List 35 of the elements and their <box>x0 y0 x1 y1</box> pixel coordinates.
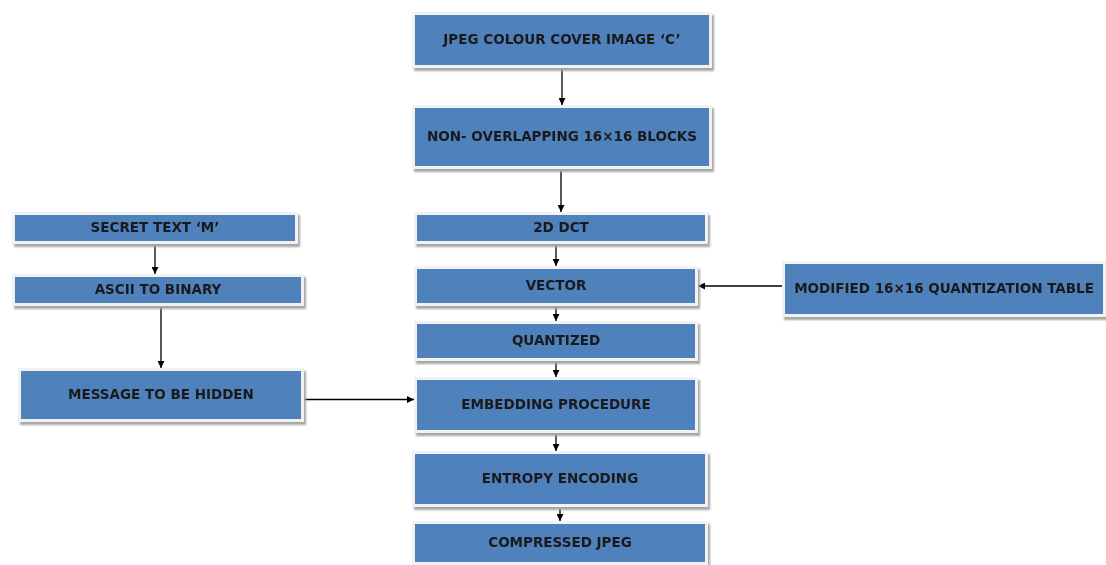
arrow <box>556 506 564 522</box>
arrow <box>552 432 560 452</box>
process-box <box>414 266 698 306</box>
process-box <box>12 212 298 244</box>
arrow <box>157 305 165 369</box>
arrow <box>552 305 560 322</box>
box-label: EMBEDDING PROCEDURE <box>460 395 652 415</box>
box-label: NON- OVERLAPPING 16×16 BLOCKS <box>425 127 699 147</box>
box-label: ASCII TO BINARY <box>93 280 223 300</box>
box-label: QUANTIZED <box>510 331 602 351</box>
box-label: SECRET TEXT ‘M’ <box>89 218 221 238</box>
arrow <box>552 360 560 378</box>
process-box <box>12 274 304 306</box>
arrow <box>557 168 565 213</box>
box-label: VECTOR <box>524 276 588 296</box>
box-label: 2D DCT <box>532 218 590 238</box>
arrow <box>303 396 415 403</box>
process-box <box>414 321 698 361</box>
arrow <box>558 67 566 106</box>
process-box <box>18 368 304 422</box>
process-box <box>782 261 1106 317</box>
box-label: ENTROPY ENCODING <box>480 469 640 489</box>
process-box <box>412 12 712 68</box>
arrow <box>151 243 159 275</box>
box-label: JPEG COLOUR COVER IMAGE ‘C’ <box>441 30 682 50</box>
process-box <box>412 451 708 507</box>
box-label: COMPRESSED JPEG <box>487 533 633 553</box>
box-label: MODIFIED 16×16 QUANTIZATION TABLE <box>793 279 1095 299</box>
box-label: MESSAGE TO BE HIDDEN <box>67 385 255 405</box>
process-box <box>414 377 698 433</box>
process-box <box>412 105 712 169</box>
arrow <box>552 243 560 267</box>
process-box <box>414 212 708 244</box>
process-box <box>412 521 708 565</box>
arrow <box>697 282 783 290</box>
